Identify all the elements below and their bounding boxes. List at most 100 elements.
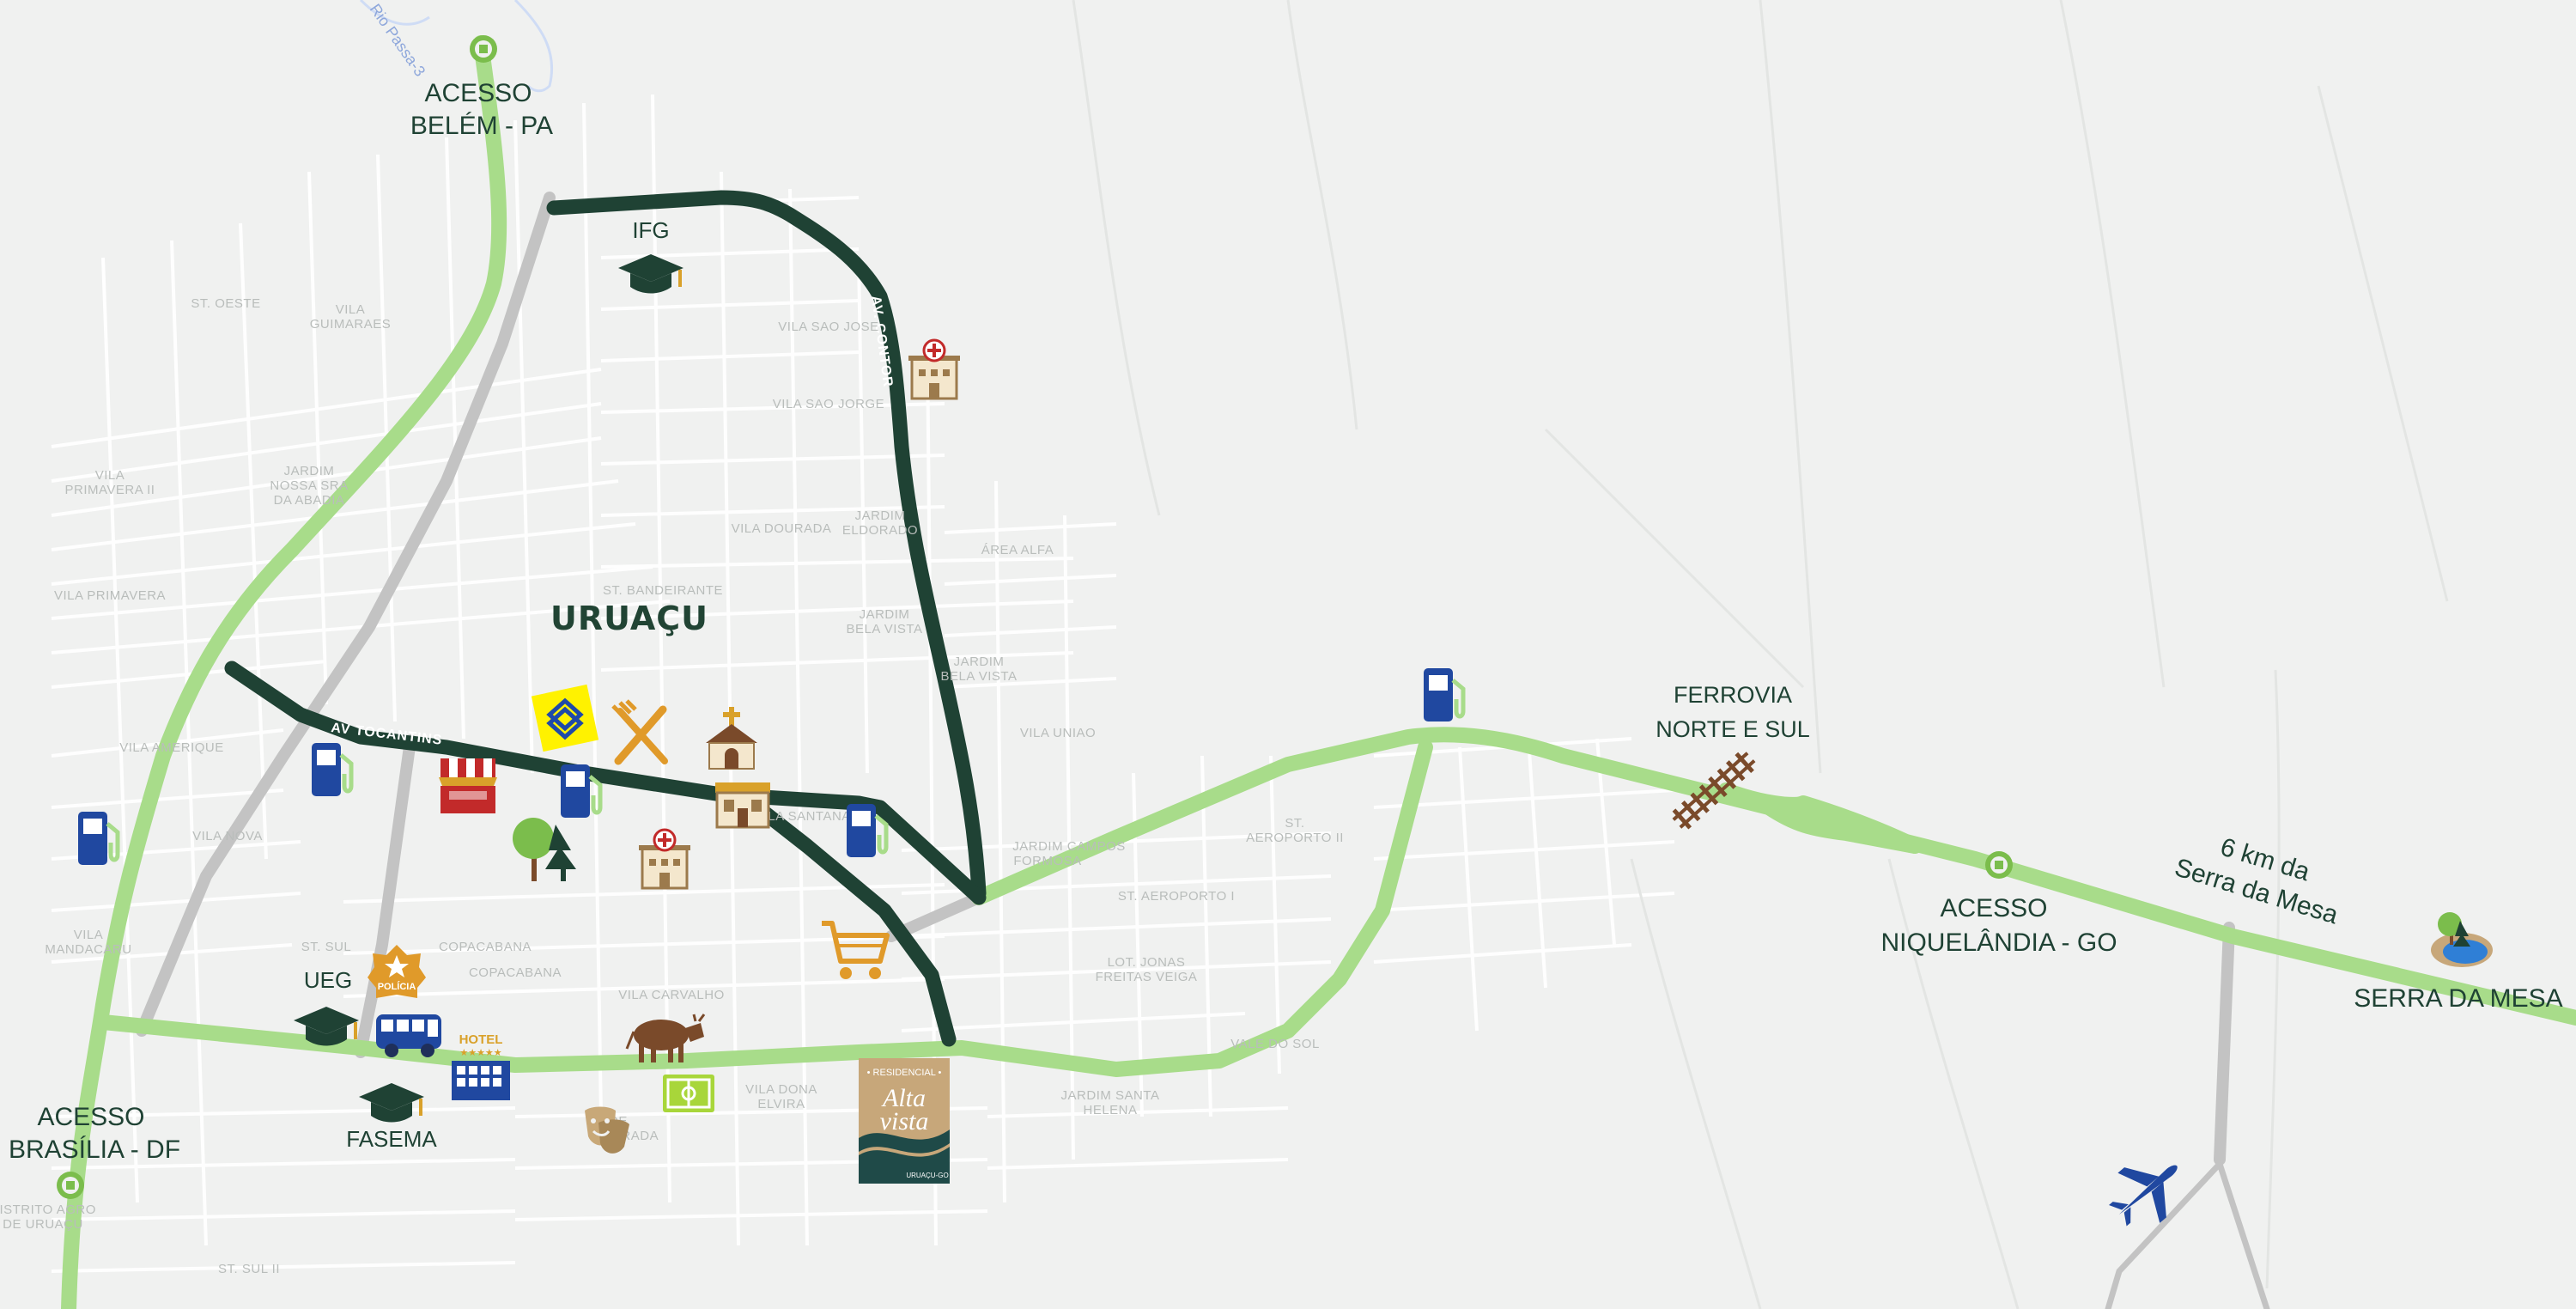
- nb-label: ST.: [1285, 816, 1304, 831]
- altavista-bottom-text: URUAÇU-GO: [906, 1172, 948, 1179]
- access-belem[interactable]: ACESSO BELÉM - PA: [410, 35, 553, 140]
- access-belem-line1: ACESSO: [424, 79, 532, 107]
- nb-label: VILA AMERIQUE: [119, 740, 224, 755]
- access-brasilia-line1: ACESSO: [37, 1103, 144, 1131]
- gas-station-icon[interactable]: [561, 764, 603, 818]
- nb-label: BELA VISTA: [941, 669, 1018, 684]
- city-name: URUAÇU: [550, 600, 708, 637]
- nb-label: ST. OESTE: [191, 296, 260, 311]
- hospital-icon[interactable]: [639, 828, 690, 890]
- hospital-icon[interactable]: [908, 338, 960, 400]
- nb-label: VILA: [74, 928, 104, 942]
- church-icon[interactable]: [706, 707, 757, 770]
- railway-icon[interactable]: [1669, 748, 1759, 832]
- nb-label: PRIMAVERA II: [65, 483, 155, 497]
- park-icon[interactable]: [513, 818, 576, 881]
- bank-icon[interactable]: [531, 684, 599, 752]
- ifg-label: IFG: [632, 217, 669, 243]
- secondary-roads: [136, 192, 2235, 1166]
- cattle-icon[interactable]: [625, 1014, 706, 1062]
- nb-label: VILA SAO JOSE: [778, 320, 878, 334]
- creek: [513, 0, 554, 93]
- nb-label: VILA PRIMAVERA: [54, 588, 166, 603]
- nb-label: ST. SUL: [301, 940, 352, 954]
- access-niquelandia[interactable]: ACESSO NIQUELÂNDIA - GO: [1880, 851, 2117, 957]
- hotel-text: HOTEL: [459, 1032, 503, 1047]
- lake-icon[interactable]: [2431, 912, 2493, 967]
- altavista-logo[interactable]: • RESIDENCIAL • Alta vista URUAÇU-GO: [859, 1058, 950, 1184]
- nb-label: GUIMARAES: [310, 317, 392, 332]
- airport-roads: [2105, 1160, 2270, 1309]
- shopping-cart-icon[interactable]: [822, 921, 890, 979]
- graduation-cap-icon[interactable]: [294, 1007, 359, 1046]
- nb-label: HELENA: [1083, 1103, 1137, 1117]
- hotel-stars: ★★★★★: [459, 1047, 501, 1058]
- nb-label: DA ABADIA: [274, 493, 345, 508]
- gas-station-icon[interactable]: [847, 804, 889, 857]
- ueg-label: UEG: [304, 967, 352, 993]
- fasema-label: FASEMA: [346, 1126, 437, 1152]
- ferrovia-label-line1: FERROVIA: [1674, 682, 1792, 708]
- access-niquelandia-line1: ACESSO: [1940, 894, 2047, 922]
- theater-masks-icon[interactable]: [585, 1106, 629, 1154]
- neighborhood-labels: ST. OESTE VILA GUIMARAES VILA SAO JOSE V…: [0, 296, 1344, 1276]
- nb-label: NOSSA SRA: [270, 478, 348, 493]
- nb-label: FORMOSA: [1013, 854, 1081, 868]
- nb-label: ST. BANDEIRANTE: [603, 583, 723, 598]
- graduation-cap-icon[interactable]: [359, 1083, 424, 1123]
- market-icon[interactable]: [439, 758, 497, 813]
- restaurant-icon[interactable]: [611, 699, 668, 765]
- access-belem-line2: BELÉM - PA: [410, 112, 553, 140]
- shop-icon[interactable]: [715, 782, 770, 829]
- nb-label: VILA DOURADA: [732, 521, 832, 536]
- altavista-name-line1: Alta: [881, 1084, 926, 1112]
- nb-label: DE URUAÇU: [3, 1217, 83, 1232]
- graduation-cap-icon[interactable]: [618, 254, 683, 294]
- nb-label: JARDIM: [860, 607, 910, 622]
- soccer-field-icon[interactable]: [663, 1075, 714, 1112]
- nb-label: VILA SANTANA: [755, 809, 851, 824]
- ferrovia-label-line2: NORTE E SUL: [1656, 716, 1810, 742]
- nb-label: FREITAS VEIGA: [1096, 970, 1198, 984]
- nb-label: VILA DONA: [745, 1082, 817, 1097]
- gas-station-icon[interactable]: [1424, 668, 1466, 721]
- nb-label: VILA UNIAO: [1020, 726, 1096, 740]
- airplane-icon[interactable]: [2097, 1141, 2198, 1240]
- nb-label: VILA SAO JORGE: [773, 397, 884, 411]
- nb-label: JARDIM SANTA: [1061, 1088, 1160, 1103]
- gas-station-icon[interactable]: [312, 743, 354, 796]
- gas-station-icon[interactable]: [78, 812, 120, 865]
- access-brasilia-line2: BRASÍLIA - DF: [9, 1135, 180, 1164]
- serra-da-mesa-label: SERRA DA MESA: [2354, 984, 2562, 1013]
- hotel-icon[interactable]: HOTEL ★★★★★: [452, 1032, 510, 1100]
- nb-label: LOT. JONAS: [1108, 955, 1186, 970]
- nb-label: ELVIRA: [757, 1097, 805, 1111]
- nb-label: JARDIM: [284, 464, 335, 478]
- altavista-name-line2: vista: [880, 1107, 929, 1135]
- nb-label: VILA: [95, 468, 125, 483]
- nb-label: ST. SUL II: [218, 1262, 280, 1276]
- nb-label: JARDIM: [954, 654, 1005, 669]
- nb-label: BELA VISTA: [847, 622, 923, 636]
- nb-label: AEROPORTO II: [1246, 831, 1344, 845]
- bus-icon[interactable]: [376, 1014, 441, 1057]
- police-badge-icon[interactable]: POLÍCIA: [368, 945, 426, 998]
- nb-label: MANDACARU: [45, 942, 131, 957]
- nb-label: VILA: [336, 302, 366, 317]
- nb-label: JARDIM CAMPOS: [1012, 839, 1126, 854]
- nb-label: ÁREA ALFA: [981, 543, 1054, 557]
- nb-label: ELDORADO: [842, 523, 918, 538]
- access-brasilia[interactable]: ACESSO BRASÍLIA - DF: [9, 1103, 180, 1199]
- nb-label: ST. AEROPORTO I: [1118, 889, 1235, 904]
- police-badge-text: POLÍCIA: [378, 981, 416, 992]
- river: [359, 0, 430, 26]
- access-niquelandia-line2: NIQUELÂNDIA - GO: [1880, 928, 2117, 957]
- nb-label: COPACABANA: [469, 965, 562, 980]
- nb-label: DISTRITO AGRO: [0, 1202, 96, 1217]
- nb-label: VALE DO SOL: [1230, 1037, 1320, 1051]
- street-grid: [51, 94, 1675, 1273]
- nb-label: VILA CARVALHO: [618, 988, 725, 1002]
- nb-label: JARDIM: [855, 508, 906, 523]
